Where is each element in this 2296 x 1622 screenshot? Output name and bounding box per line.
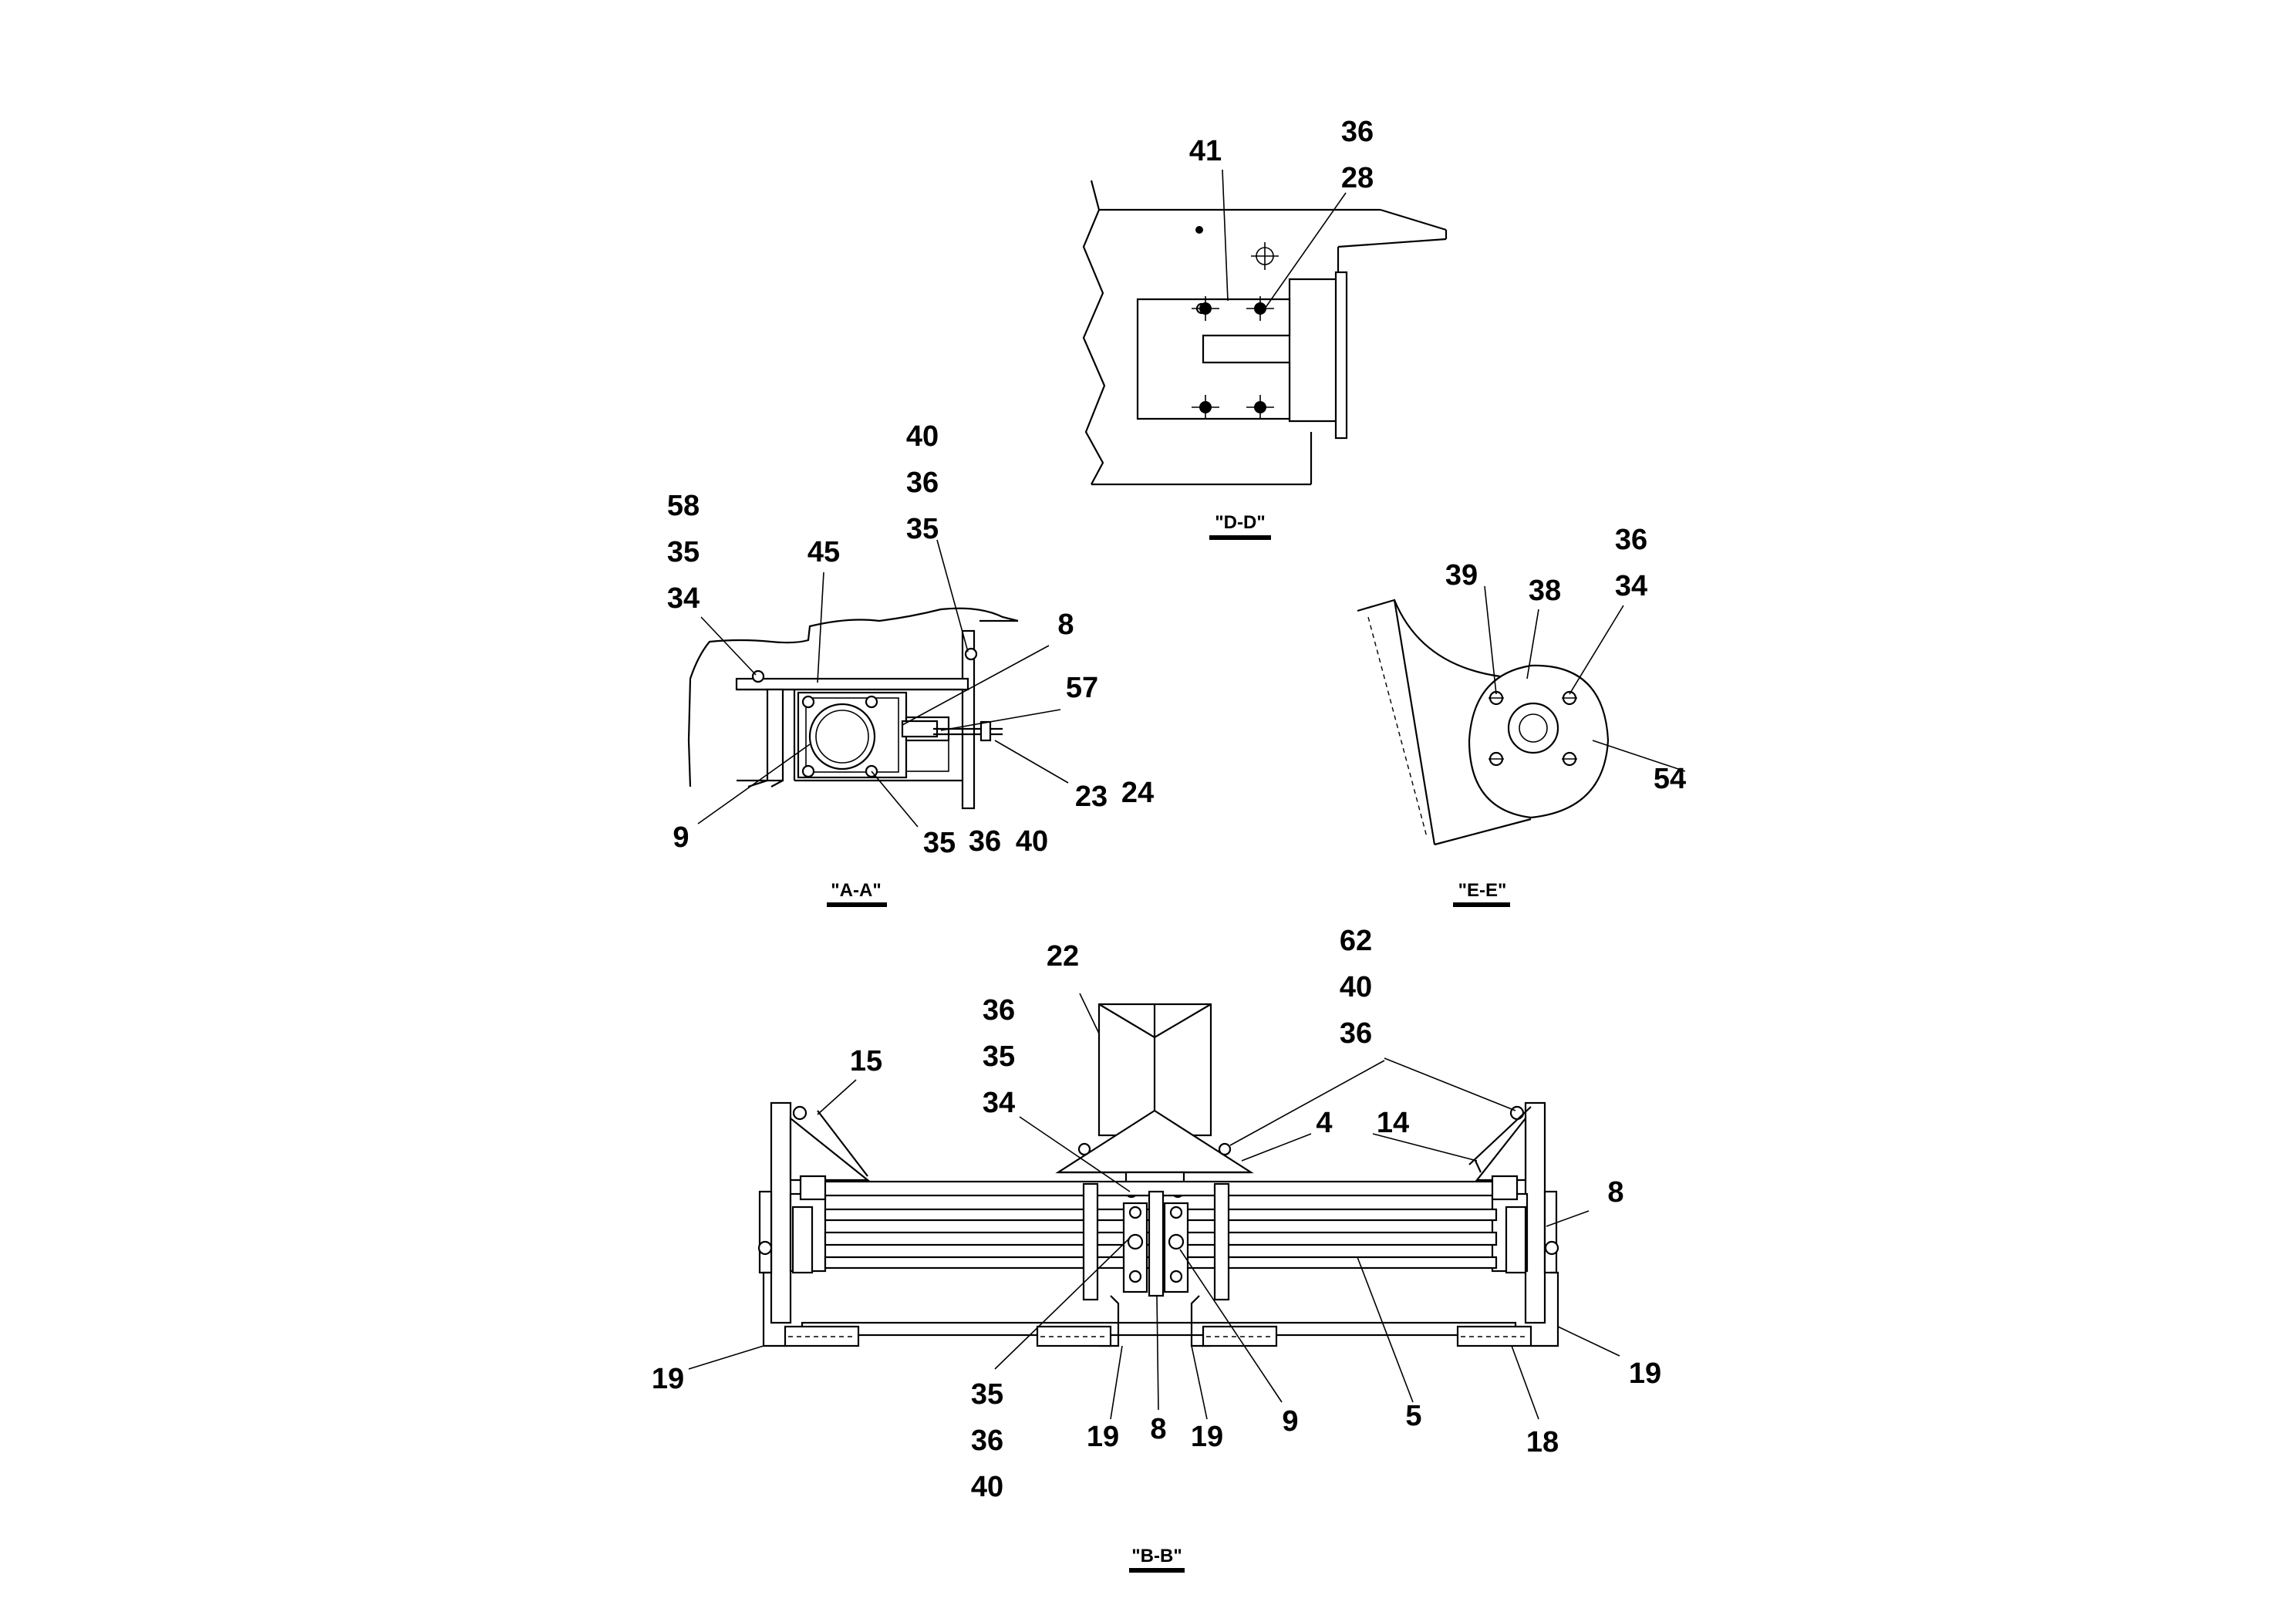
- bb-label-19a: 19: [652, 1363, 684, 1395]
- bb-view-title: "B-B": [1131, 1546, 1182, 1566]
- bb-label-19d: 19: [1629, 1357, 1661, 1390]
- bb-label-62: 62: [1340, 925, 1372, 957]
- bb-label-22: 22: [1047, 940, 1079, 973]
- bb-title-underline: [1129, 1568, 1185, 1573]
- ee-title-underline: [1453, 902, 1510, 907]
- ee-leader-lines: [1484, 585, 1686, 772]
- dd-bolt-holes: [1192, 296, 1274, 420]
- bb-label-36c: 36: [971, 1425, 1003, 1457]
- bb-label-15: 15: [850, 1045, 882, 1077]
- bb-label-19c: 19: [1191, 1421, 1223, 1453]
- aa-label-40b: 40: [1016, 825, 1048, 858]
- aa-label-23: 23: [1075, 781, 1108, 813]
- aa-label-35c: 35: [923, 827, 956, 859]
- ee-label-34: 34: [1615, 570, 1647, 602]
- dd-label-28: 28: [1341, 162, 1374, 194]
- view-aa-drawing: [687, 607, 1019, 810]
- aa-label-8: 8: [1057, 609, 1074, 641]
- ee-view-title: "E-E": [1458, 880, 1507, 901]
- bb-label-36: 36: [1340, 1017, 1372, 1050]
- dd-label-41: 41: [1189, 135, 1222, 167]
- aa-view-title: "A-A": [831, 880, 881, 901]
- bb-label-35: 35: [983, 1040, 1015, 1073]
- bb-label-19b: 19: [1087, 1421, 1119, 1453]
- aa-label-35b: 35: [667, 536, 700, 568]
- ee-label-38: 38: [1529, 575, 1561, 607]
- aa-label-34: 34: [667, 582, 700, 615]
- aa-label-36: 36: [906, 467, 939, 499]
- view-dd-drawing: [1082, 169, 1448, 486]
- dd-label-36: 36: [1341, 116, 1374, 148]
- aa-label-9: 9: [673, 821, 689, 854]
- aa-label-58: 58: [667, 490, 700, 522]
- bb-label-8: 8: [1607, 1176, 1623, 1209]
- ee-label-36: 36: [1615, 524, 1647, 556]
- aa-label-36b: 36: [969, 825, 1001, 858]
- ee-label-39: 39: [1445, 559, 1478, 592]
- dd-title-underline: [1209, 535, 1271, 540]
- bb-label-5: 5: [1405, 1400, 1421, 1432]
- bb-label-36b: 36: [983, 994, 1015, 1027]
- aa-leader-lines: [697, 539, 1069, 828]
- bb-label-35b: 35: [971, 1378, 1003, 1411]
- bb-label-40b: 40: [971, 1471, 1003, 1503]
- bb-label-8b: 8: [1150, 1413, 1166, 1445]
- bb-label-34: 34: [983, 1087, 1015, 1119]
- bb-label-9: 9: [1282, 1405, 1298, 1438]
- aa-label-45: 45: [807, 536, 840, 568]
- dd-view-title: "D-D": [1215, 512, 1265, 533]
- bb-label-14: 14: [1377, 1107, 1409, 1139]
- ee-label-54: 54: [1654, 763, 1686, 795]
- bb-leader-lines: [688, 993, 1620, 1420]
- bb-label-4: 4: [1316, 1107, 1332, 1139]
- aa-label-35: 35: [906, 513, 939, 545]
- aa-label-57: 57: [1066, 672, 1098, 704]
- aa-title-underline: [827, 902, 887, 907]
- view-ee-drawing: [1357, 599, 1610, 846]
- bb-label-18: 18: [1526, 1426, 1559, 1458]
- aa-label-40: 40: [906, 420, 939, 453]
- aa-label-24: 24: [1121, 777, 1154, 809]
- view-bb-drawing: [757, 1003, 1559, 1347]
- bb-label-40: 40: [1340, 971, 1372, 1003]
